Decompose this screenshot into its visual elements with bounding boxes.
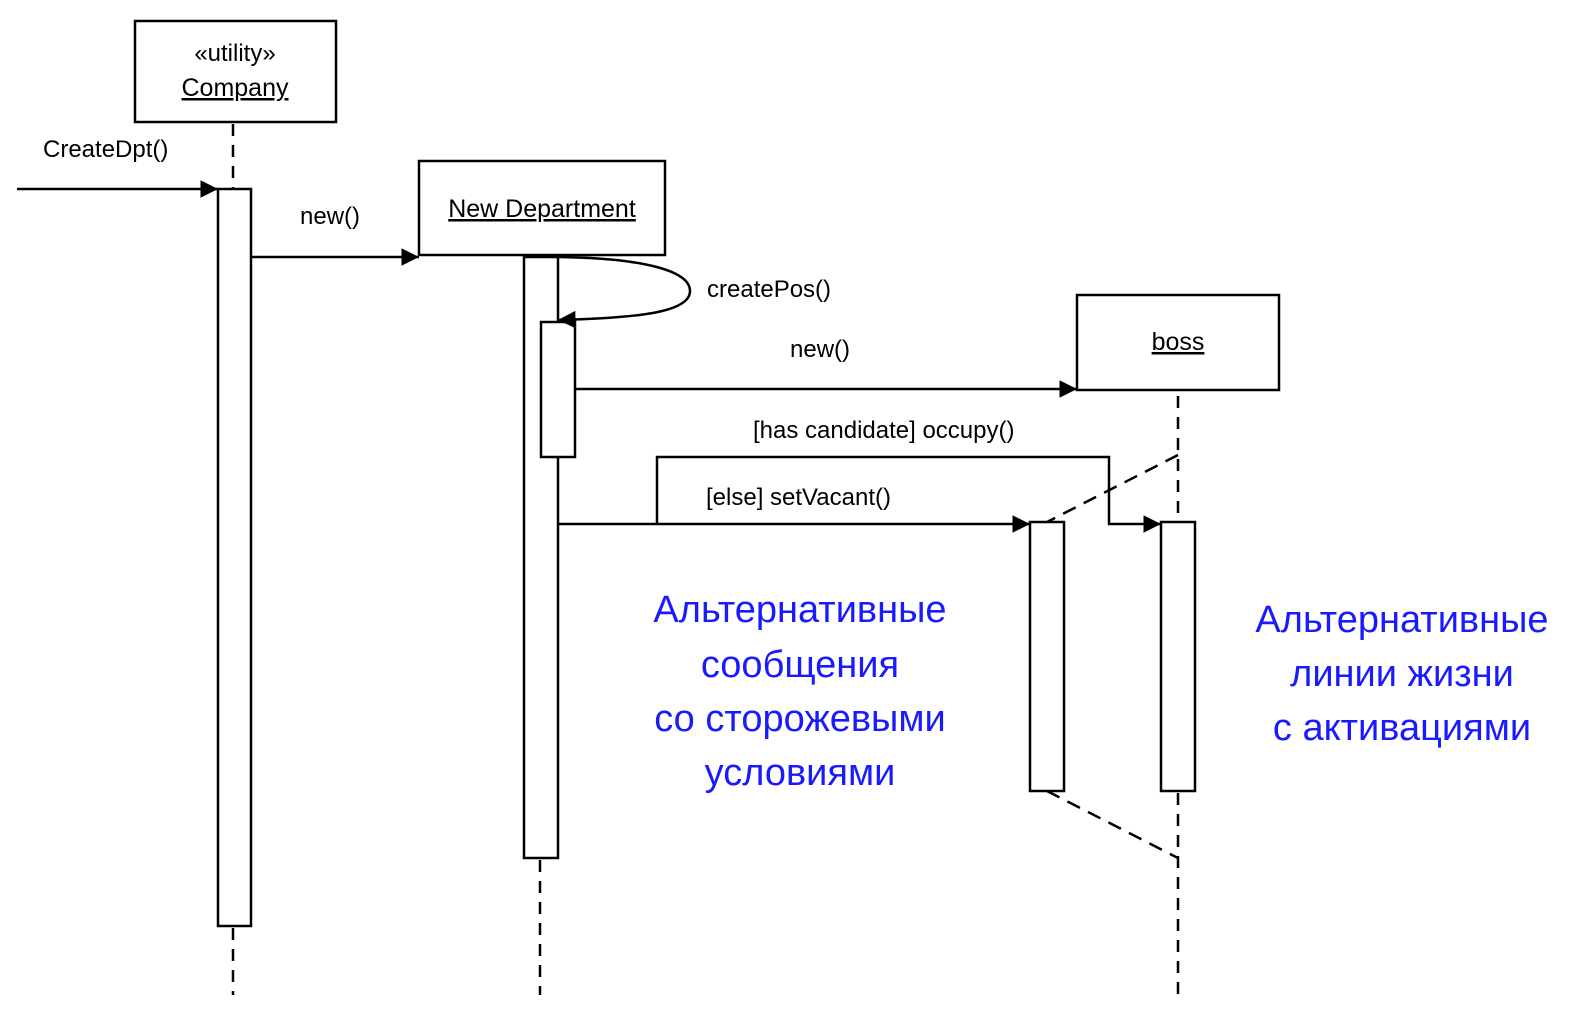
department-object: New Department — [417, 159, 667, 257]
create-pos-label: createPos() — [707, 276, 831, 303]
svg-text:линии жизни: линии жизни — [1290, 653, 1514, 695]
set-vacant-label: [else] setVacant() — [706, 484, 891, 511]
svg-text:условиями: условиями — [705, 752, 896, 794]
svg-text:с активациями: с активациями — [1273, 707, 1531, 749]
new-department-label: new() — [300, 203, 360, 230]
branch-connector-bottom — [1046, 789, 1179, 860]
svg-text:сообщения: сообщения — [701, 644, 899, 686]
department-nested-activation — [539, 320, 577, 459]
new-boss-label: new() — [790, 336, 850, 363]
note-alternative-lifelines: Альтернативные линии жизни с активациями — [1255, 599, 1548, 749]
create-dpt-label: CreateDpt() — [43, 136, 168, 163]
create-pos-self-arrow — [557, 255, 692, 329]
branch-connector-top — [1046, 453, 1179, 524]
svg-text:со сторожевыми: со сторожевыми — [654, 698, 945, 740]
boss-object: boss — [1075, 293, 1281, 392]
svg-text:Альтернативные: Альтернативные — [653, 589, 946, 631]
department-name: New Department — [448, 195, 636, 223]
company-activation — [216, 187, 253, 928]
occupy-label: [has candidate] occupy() — [753, 417, 1014, 444]
company-object: «utility» Company — [133, 19, 338, 124]
note-alternative-messages: Альтернативные сообщения со сторожевыми … — [653, 589, 946, 794]
boss-activation — [1159, 520, 1197, 793]
boss-name: boss — [1152, 328, 1205, 356]
company-stereotype: «utility» — [194, 40, 275, 67]
svg-text:Альтернативные: Альтернативные — [1255, 599, 1548, 641]
company-name: Company — [182, 74, 289, 102]
occupy-arrow — [655, 455, 1161, 533]
vacant-activation — [1028, 520, 1066, 793]
